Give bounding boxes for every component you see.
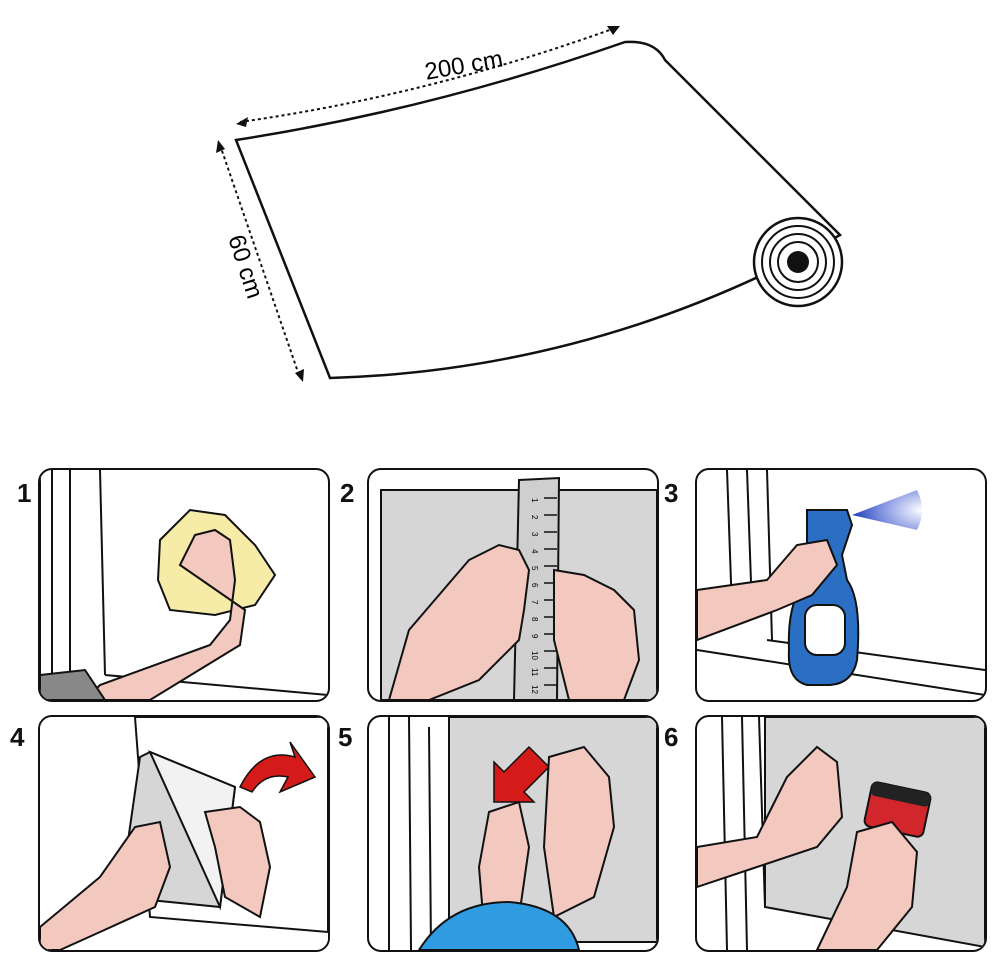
squeegee-icon bbox=[863, 781, 932, 838]
length-label: 200 cm bbox=[423, 46, 505, 86]
ruler-tick-label: 10 bbox=[530, 651, 539, 660]
ruler-tick-label: 5 bbox=[530, 566, 539, 571]
window-frame bbox=[388, 717, 432, 950]
step-4-peel-panel bbox=[38, 715, 330, 952]
sleeve bbox=[40, 668, 107, 700]
ruler-tick-label: 8 bbox=[530, 617, 539, 622]
hand-icon bbox=[387, 543, 531, 700]
ruler-tick-label: 9 bbox=[530, 634, 539, 639]
ruler-tick-label: 1 bbox=[530, 498, 539, 503]
width-dimension-arrow bbox=[216, 140, 304, 382]
blue-sleeve bbox=[417, 900, 581, 950]
red-arrow-icon bbox=[238, 741, 317, 794]
hand-icon bbox=[815, 820, 919, 950]
step-number-6: 6 bbox=[664, 722, 679, 752]
spray-mist bbox=[852, 490, 922, 530]
step-number-2: 2 bbox=[340, 478, 355, 508]
hand-icon bbox=[553, 568, 641, 700]
film-sheet bbox=[234, 40, 843, 380]
ruler-tick-label: 12 bbox=[530, 685, 539, 694]
step-number-5: 5 bbox=[338, 722, 353, 752]
step-5-apply-panel bbox=[367, 715, 659, 952]
red-arrow-icon bbox=[493, 745, 551, 803]
wallpaper-roll-illustration: 200 cm 60 cm bbox=[216, 26, 844, 382]
hand-icon bbox=[40, 820, 172, 950]
step-1-clean-panel bbox=[38, 468, 330, 702]
step-6-squeegee-panel bbox=[695, 715, 987, 952]
step-number-4: 4 bbox=[10, 722, 25, 752]
hand-icon bbox=[697, 745, 844, 889]
ruler-tick-label: 11 bbox=[530, 668, 539, 677]
hand-icon bbox=[203, 805, 272, 919]
ruler-tick-label: 6 bbox=[530, 583, 539, 588]
hand-icon bbox=[697, 538, 839, 642]
step-3-spray-panel bbox=[695, 468, 987, 702]
roll-end bbox=[752, 216, 844, 308]
ruler-tick-label: 3 bbox=[530, 532, 539, 537]
length-dimension-arrow bbox=[236, 26, 620, 127]
hand-icon bbox=[542, 745, 616, 919]
hand-icon bbox=[83, 528, 247, 700]
ruler-tick-label: 7 bbox=[530, 600, 539, 605]
ruler-tick-label: 2 bbox=[530, 515, 539, 520]
step-number-1: 1 bbox=[17, 478, 32, 508]
step-number-3: 3 bbox=[664, 478, 679, 508]
ruler-tick-label: 4 bbox=[530, 549, 539, 554]
